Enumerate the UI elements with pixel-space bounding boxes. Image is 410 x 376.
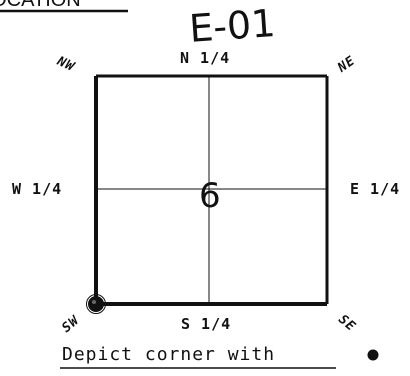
- east-quarter-label: E 1/4: [350, 180, 401, 198]
- south-quarter-label: S 1/4: [181, 315, 232, 333]
- sw-corner-marker: [86, 294, 106, 314]
- caption-text: Depict corner with: [62, 344, 276, 365]
- handwritten-section-number: 6: [199, 176, 221, 216]
- handwritten-id: E-01: [187, 1, 277, 51]
- north-quarter-label: N 1/4: [180, 49, 231, 67]
- header-fragment: LOCATION: [0, 0, 81, 11]
- corner-dot-symbol: [367, 349, 379, 361]
- west-quarter-label: W 1/4: [12, 180, 63, 198]
